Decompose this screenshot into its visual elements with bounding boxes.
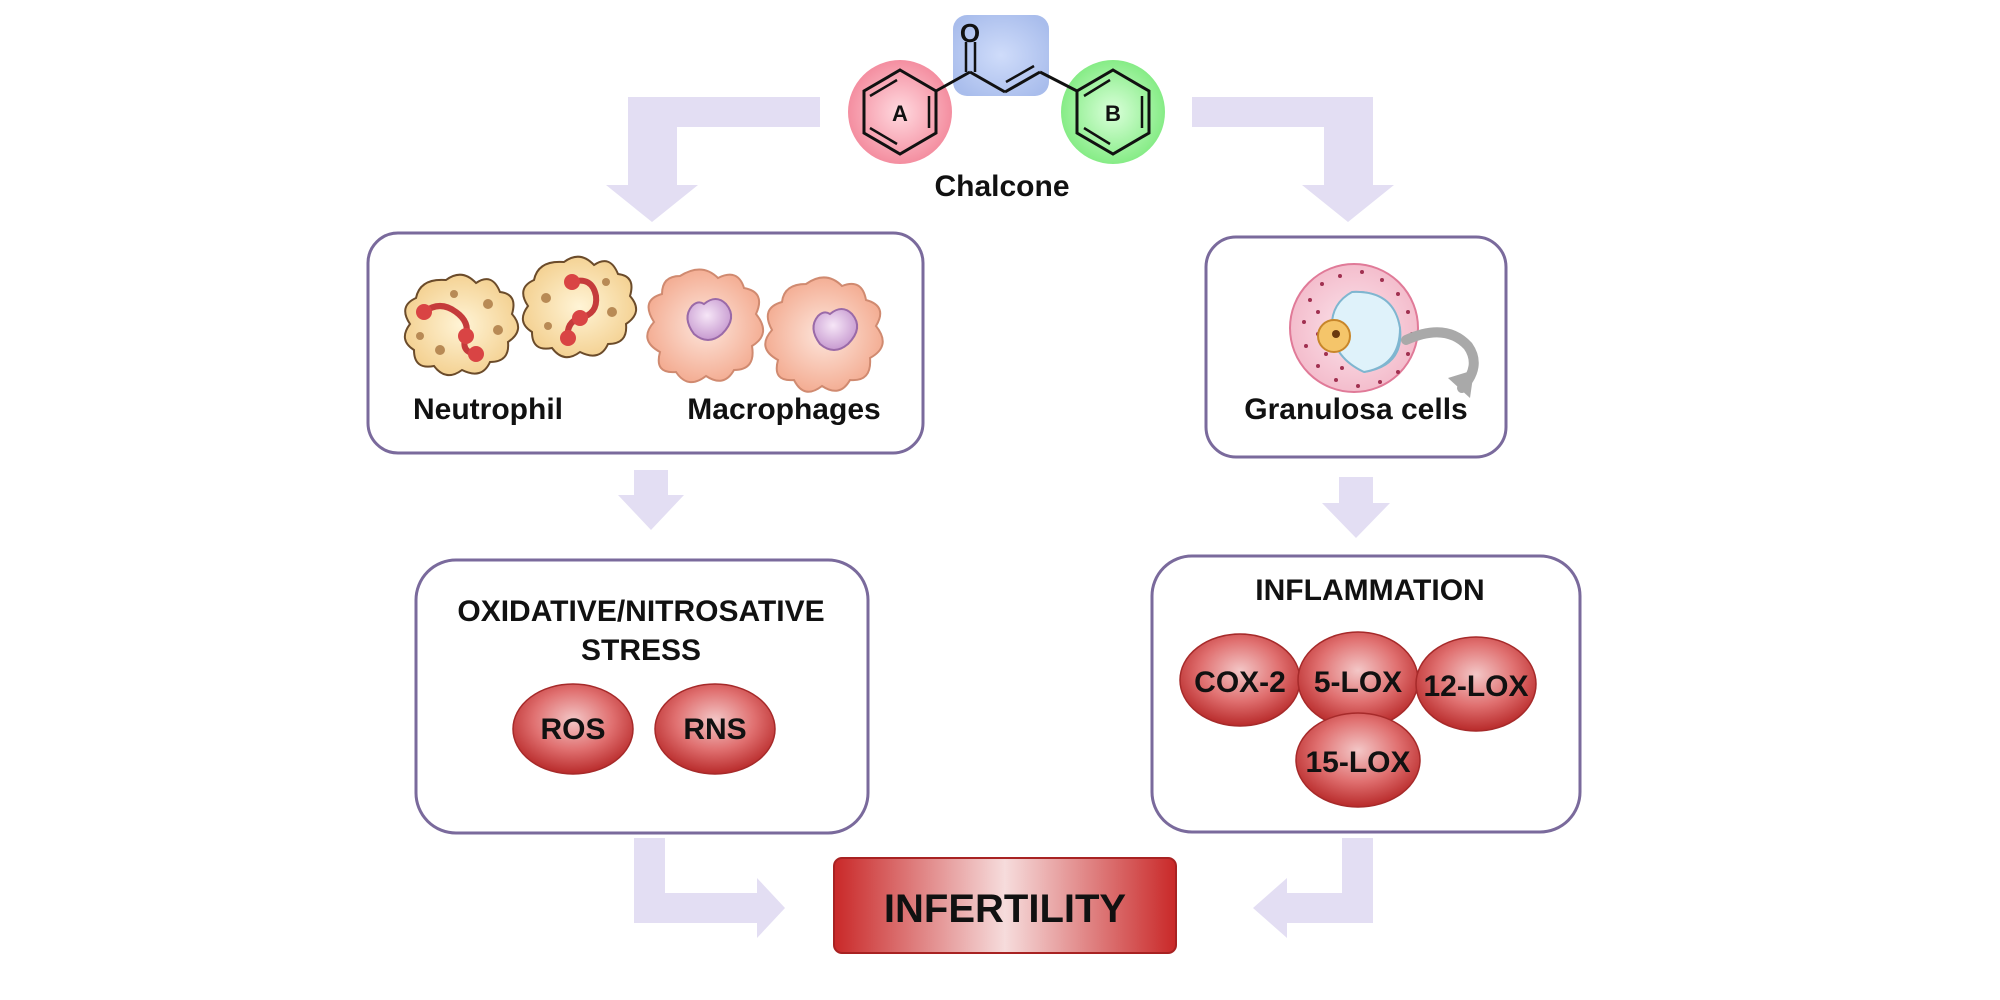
neutrophil-label: Neutrophil: [413, 393, 563, 426]
inflammation-box: INFLAMMATION COX-2 5-LOX 12-LOX 15-LOX: [1150, 554, 1582, 834]
stress-title-line1: OXIDATIVE/NITROSATIVE: [457, 595, 824, 628]
arrow-stress-to-infertility: [634, 838, 785, 938]
stress-title-line2: STRESS: [581, 634, 701, 667]
arrows: [606, 97, 1394, 938]
ring-b-label: B: [1105, 101, 1121, 126]
inflammation-title: INFLAMMATION: [1255, 574, 1484, 607]
ros-badge: [512, 683, 634, 775]
neutrophil-icon: [403, 273, 519, 377]
15lox-badge-label: 15-LOX: [1305, 746, 1410, 779]
macrophage-label: Macrophages: [687, 393, 880, 426]
12lox-badge-label: 12-LOX: [1423, 670, 1528, 703]
macrophage-icon: [764, 276, 884, 393]
neutrophil-icon: [521, 255, 637, 359]
ros-badge-label: ROS: [540, 713, 605, 746]
arrow-chalcone-to-granulosa: [1192, 97, 1394, 222]
12lox-badge: [1415, 636, 1537, 732]
infertility-label: INFERTILITY: [884, 887, 1127, 931]
granulosa-cells-box: Granulosa cells: [1204, 235, 1508, 459]
ring-a-label: A: [892, 101, 908, 126]
infertility-outcome: INFERTILITY: [833, 857, 1177, 954]
15lox-badge: [1295, 712, 1421, 808]
immune-cells-box: Neutrophil Macrophages: [366, 231, 925, 455]
chalcone-structure: O A B Chalcone: [848, 15, 1165, 203]
rns-badge-label: RNS: [683, 713, 746, 746]
carbonyl-oxygen-label: O: [960, 18, 980, 48]
5lox-badge-label: 5-LOX: [1314, 666, 1402, 699]
chalcone-title: Chalcone: [934, 170, 1069, 203]
rns-badge: [654, 683, 776, 775]
macrophage-icon: [646, 268, 764, 383]
granulosa-cell-icon: [1289, 263, 1479, 398]
arrow-immune-to-stress: [618, 470, 684, 530]
cox2-badge-label: COX-2: [1194, 666, 1286, 699]
arrow-chalcone-to-immune-cells: [606, 97, 820, 222]
granulosa-label: Granulosa cells: [1244, 393, 1467, 426]
arrow-inflammation-to-infertility: [1253, 838, 1373, 938]
arrow-granulosa-to-inflammation: [1322, 477, 1390, 538]
oxidative-stress-box: OXIDATIVE/NITROSATIVE STRESS ROS RNS: [414, 558, 870, 835]
